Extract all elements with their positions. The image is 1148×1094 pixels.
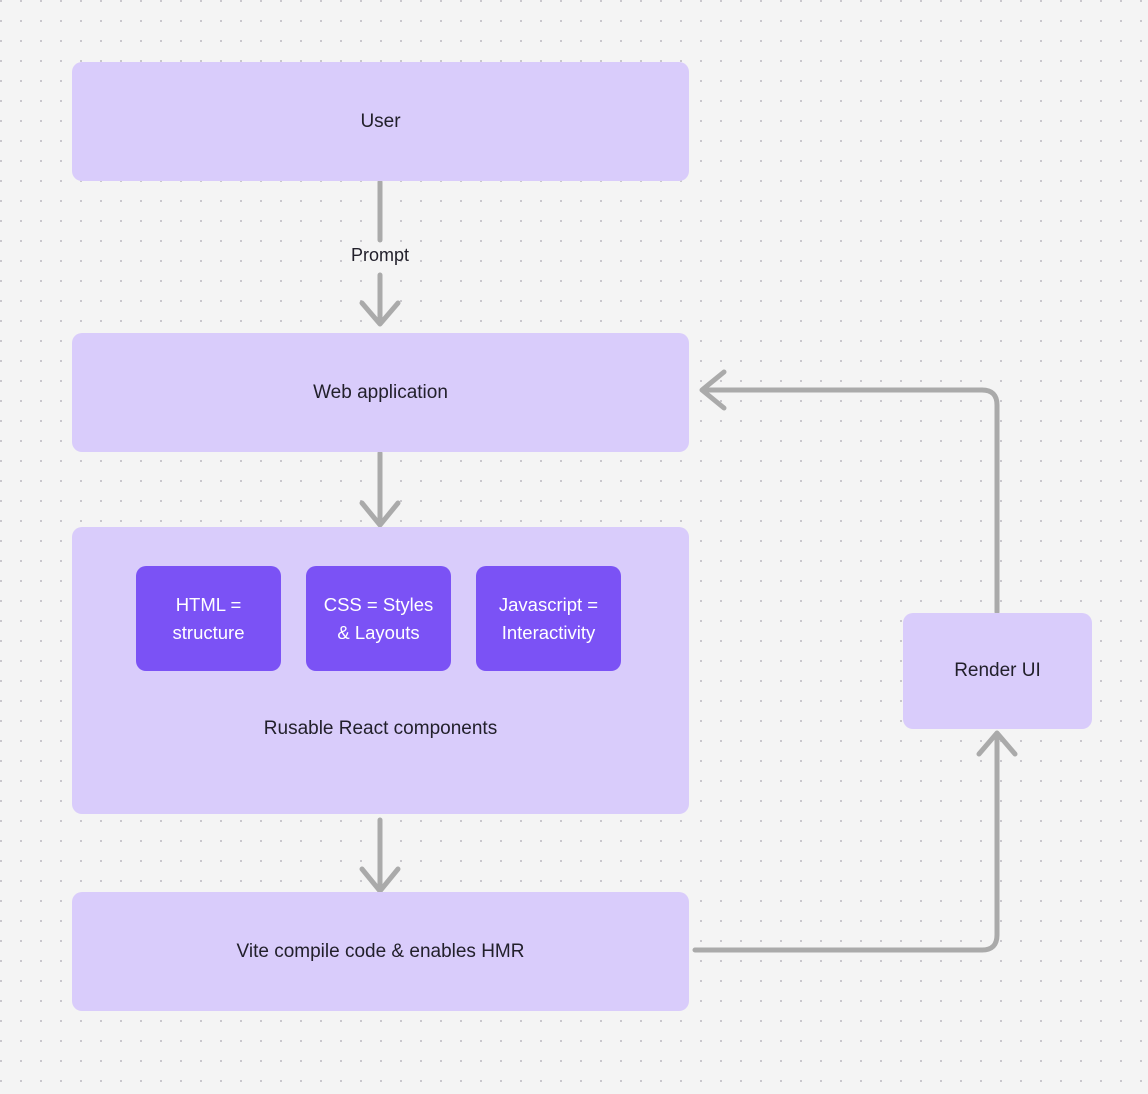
- node-vite-label: Vite compile code & enables HMR: [236, 940, 525, 962]
- node-javascript-label-line1: Javascript =: [498, 593, 599, 615]
- node-html-label-line2: structure: [172, 621, 245, 643]
- node-html[interactable]: HTML = structure: [136, 566, 281, 671]
- node-user[interactable]: User: [72, 62, 689, 181]
- edge-user-to-web-arrowhead: [359, 300, 401, 327]
- node-javascript-label-line2: Interactivity: [501, 621, 596, 643]
- edge-vite-to-render-line: [692, 732, 1000, 953]
- node-javascript[interactable]: Javascript = Interactivity: [476, 566, 621, 671]
- edge-web-to-components-arrowhead: [359, 500, 401, 528]
- edge-components-to-vite-arrowhead: [359, 866, 401, 894]
- node-css-label-line2: & Layouts: [337, 621, 420, 643]
- node-components-group[interactable]: HTML = structure CSS = Styles & Layouts …: [72, 527, 689, 814]
- node-vite[interactable]: Vite compile code & enables HMR: [72, 892, 689, 1011]
- node-components-group-caption: Rusable React components: [263, 718, 498, 739]
- node-web-application[interactable]: Web application: [72, 333, 689, 452]
- edge-render-to-web-arrowhead: [699, 369, 727, 411]
- node-render-ui-label: Render UI: [954, 660, 1041, 682]
- edge-render-to-web-line: [702, 387, 1000, 615]
- node-css[interactable]: CSS = Styles & Layouts: [306, 566, 451, 671]
- edge-label-prompt: Prompt: [350, 245, 410, 265]
- node-css-label-line1: CSS = Styles: [323, 593, 434, 615]
- node-html-label-line1: HTML =: [175, 593, 242, 615]
- node-web-application-label: Web application: [313, 381, 448, 403]
- node-render-ui[interactable]: Render UI: [903, 613, 1092, 729]
- edge-vite-to-render-arrowhead: [976, 730, 1018, 757]
- node-user-label: User: [360, 110, 401, 132]
